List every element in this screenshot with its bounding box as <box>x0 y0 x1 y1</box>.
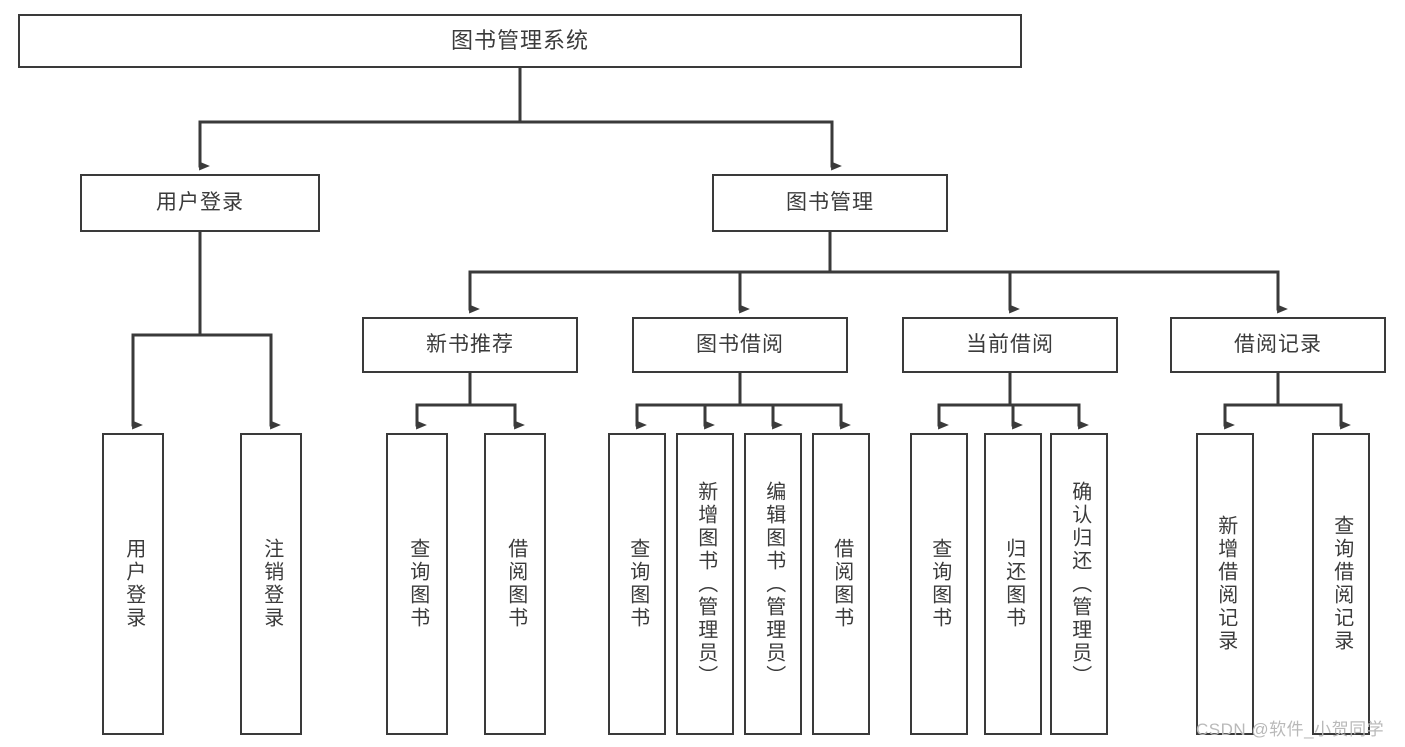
node-leaf-query-book-3[interactable]: 查询图书 <box>910 433 968 735</box>
node-leaf-add-book-admin[interactable]: 新增图书（管理员） <box>676 433 734 735</box>
node-current-borrow-label: 当前借阅 <box>966 332 1054 356</box>
node-book-manage-label: 图书管理 <box>786 190 874 214</box>
node-user-login-label: 用户登录 <box>156 190 244 214</box>
node-leaf-query-borrow-record-label: 查询借阅记录 <box>1330 515 1353 653</box>
node-leaf-confirm-return-admin[interactable]: 确认归还（管理员） <box>1050 433 1108 735</box>
node-leaf-return-book-label: 归还图书 <box>1002 538 1025 630</box>
node-root[interactable]: 图书管理系统 <box>18 14 1022 68</box>
node-leaf-user-login[interactable]: 用户登录 <box>102 433 164 735</box>
node-new-book-recommend[interactable]: 新书推荐 <box>362 317 578 373</box>
node-leaf-user-logout[interactable]: 注销登录 <box>240 433 302 735</box>
node-leaf-query-borrow-record[interactable]: 查询借阅记录 <box>1312 433 1370 735</box>
node-leaf-user-login-label: 用户登录 <box>122 538 145 630</box>
node-leaf-query-book-3-label: 查询图书 <box>928 538 951 630</box>
node-leaf-return-book[interactable]: 归还图书 <box>984 433 1042 735</box>
node-leaf-user-logout-label: 注销登录 <box>260 538 283 630</box>
node-new-book-recommend-label: 新书推荐 <box>426 332 514 356</box>
node-leaf-borrow-book-1[interactable]: 借阅图书 <box>484 433 546 735</box>
csdn-watermark: CSDN @软件_小贺同学 <box>1196 720 1385 739</box>
node-leaf-add-book-admin-label: 新增图书（管理员） <box>694 480 717 688</box>
node-book-borrow-label: 图书借阅 <box>696 332 784 356</box>
node-leaf-borrow-book-2-label: 借阅图书 <box>830 538 853 630</box>
node-user-login[interactable]: 用户登录 <box>80 174 320 232</box>
node-borrow-record[interactable]: 借阅记录 <box>1170 317 1386 373</box>
node-leaf-query-book-2-label: 查询图书 <box>626 538 649 630</box>
node-leaf-add-borrow-record[interactable]: 新增借阅记录 <box>1196 433 1254 735</box>
node-borrow-record-label: 借阅记录 <box>1234 332 1322 356</box>
node-leaf-borrow-book-1-label: 借阅图书 <box>504 538 527 630</box>
node-book-manage[interactable]: 图书管理 <box>712 174 948 232</box>
node-leaf-confirm-return-admin-label: 确认归还（管理员） <box>1068 480 1091 688</box>
node-book-borrow[interactable]: 图书借阅 <box>632 317 848 373</box>
node-root-label: 图书管理系统 <box>450 28 589 54</box>
node-leaf-edit-book-admin[interactable]: 编辑图书（管理员） <box>744 433 802 735</box>
node-leaf-query-book-1-label: 查询图书 <box>406 538 429 630</box>
node-leaf-edit-book-admin-label: 编辑图书（管理员） <box>762 480 785 688</box>
node-leaf-query-book-1[interactable]: 查询图书 <box>386 433 448 735</box>
node-leaf-add-borrow-record-label: 新增借阅记录 <box>1214 515 1237 653</box>
node-leaf-borrow-book-2[interactable]: 借阅图书 <box>812 433 870 735</box>
node-current-borrow[interactable]: 当前借阅 <box>902 317 1118 373</box>
node-leaf-query-book-2[interactable]: 查询图书 <box>608 433 666 735</box>
